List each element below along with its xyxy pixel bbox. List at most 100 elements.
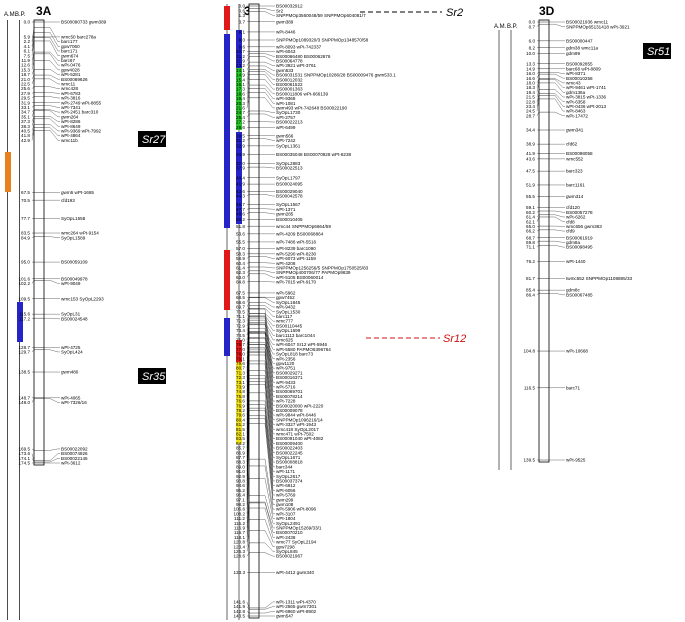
marker-position-3a: 115.6 (19, 312, 31, 317)
marker-position-3d: 6.0 (529, 38, 536, 43)
marker-connector-3b (259, 56, 275, 62)
marker-label-3b: gwm108 (276, 502, 294, 507)
marker-position-3d: 60.2 (526, 210, 535, 215)
marker-label-3b: wPt-5290 wPt-8230 (276, 251, 317, 256)
marker-connector-3a (44, 280, 60, 284)
marker-label-3d: wPt-8463 (566, 109, 586, 114)
position-connector-3d (536, 79, 540, 88)
marker-position-3b: 111.2 (234, 516, 245, 521)
marker-label-3a: wPt-8286 (61, 119, 81, 124)
marker-connector-3b (259, 84, 275, 94)
marker-label-3b: SNPPMOp1089320/3 SNPPMOp1348570/58 (276, 38, 369, 43)
chromosome-bar-3b (248, 3, 260, 619)
marker-connector-3b (259, 519, 275, 543)
marker-connector-3a (44, 69, 60, 75)
marker-connector-3b (259, 323, 275, 392)
marker-position-3b: 76.6 (236, 399, 245, 404)
position-connector-3b (246, 65, 250, 71)
marker-position-3a: 15.3 (21, 67, 30, 72)
marker-position-3a: 5.9 (24, 35, 31, 40)
position-connector-3d (536, 245, 540, 248)
position-connector-3a (31, 86, 35, 89)
marker-connector-3a (44, 96, 60, 99)
position-connector-3b (246, 530, 250, 547)
marker-label-3b: BS00012032 (276, 77, 303, 82)
position-connector-3a (31, 349, 35, 353)
gene-label-sr2: Sr2 (446, 7, 463, 19)
marker-connector-3b (259, 138, 275, 141)
marker-connector-3b (259, 458, 275, 510)
marker-label-3d: wPt-0436 wPt-2013 (566, 104, 607, 109)
marker-position-3b: 84.2 (236, 441, 245, 446)
position-connector-3a (31, 318, 35, 319)
marker-connector-3a (44, 51, 60, 61)
position-connector-3b (246, 305, 250, 312)
marker-label-3b: gwm493 wPt-742648 BS00022190 (276, 106, 347, 111)
marker-position-3a: 2.2 (24, 39, 31, 44)
marker-position-3d: 61.4 (526, 215, 535, 220)
marker-connector-3b (259, 354, 275, 435)
marker-connector-3b (259, 97, 275, 109)
marker-position-3b: 85.7 (236, 446, 245, 451)
marker-label-3a: wPt-6783 (61, 91, 81, 96)
marker-label-3b: barc1113 barc1044 (276, 333, 315, 338)
marker-position-3a: 174.5 (19, 461, 31, 466)
marker-position-3d: 86.4 (526, 292, 535, 297)
marker-position-3d: 81.7 (526, 276, 535, 281)
chromosome-3b-panel: 3B 0.0BS000329120.6Sr21.3SNPPMOp3560048/… (224, 4, 466, 620)
position-connector-3d (536, 210, 540, 213)
marker-position-3d: 16.0 (526, 71, 535, 76)
marker-label-3a: wmc264 wPt-9154 (61, 231, 99, 236)
marker-connector-3d (549, 73, 565, 79)
marker-connector-3a (44, 27, 60, 42)
marker-label-3b: SyOpL845 (276, 549, 298, 554)
position-connector-3a (31, 69, 35, 75)
marker-label-3d: BS00067485 (566, 292, 593, 297)
marker-position-3b: 9.6 (239, 44, 246, 49)
marker-connector-3b (259, 552, 275, 557)
marker-position-3b: 68.5 (236, 295, 245, 300)
marker-label-3a: gwm480 (61, 370, 79, 375)
position-connector-3a (31, 109, 35, 113)
marker-connector-3b (259, 507, 275, 538)
position-connector-3d (536, 89, 540, 98)
marker-label-3b: gpw1120 (276, 361, 295, 366)
marker-label-3b: BS00066480 BS00062676 (276, 54, 331, 59)
marker-connector-3b (259, 273, 275, 278)
marker-position-3b: 92.9 (236, 474, 245, 479)
marker-position-3b: 143.5 (234, 614, 246, 619)
marker-label-3a: wPt-9369 wPt-7992 (61, 129, 102, 134)
marker-position-3a: 18.7 (21, 72, 30, 77)
marker-connector-3d (549, 89, 565, 98)
marker-position-3b: 70.5 (236, 309, 245, 314)
marker-connector-3b (259, 319, 275, 388)
position-connector-3d (536, 112, 540, 116)
marker-connector-3a (44, 74, 60, 80)
marker-label-3b: wPt-6056 (276, 488, 296, 493)
am-segment-red-top-3b (224, 6, 230, 30)
marker-position-3b: 73.1 (236, 380, 245, 385)
marker-position-3a: 11.9 (21, 58, 30, 63)
marker-label-3b: BS00110445 (276, 323, 303, 328)
position-connector-3a (31, 40, 35, 56)
marker-position-3b: 141.6 (234, 600, 246, 605)
marker-position-3a: 29.5 (21, 96, 30, 101)
marker-position-3b: 55.5 (236, 240, 245, 245)
marker-label-3d: wPt-8371 (566, 71, 586, 76)
marker-label-3a: wPt-9049 (61, 281, 81, 286)
marker-label-3a: gpw4028 (61, 67, 80, 72)
position-connector-3b (246, 478, 250, 519)
marker-position-3a: 4.1 (24, 44, 31, 49)
marker-label-3b: wPt-1171 (276, 469, 296, 474)
marker-label-3d: barc1161 (566, 183, 585, 188)
marker-connector-3b (259, 351, 275, 425)
marker-label-3a: SyOpL1589 (61, 235, 86, 240)
marker-position-3b: 63.0 (236, 275, 245, 280)
marker-connector-3b (259, 611, 275, 614)
marker-label-3d: BS00061919 (566, 235, 593, 240)
position-connector-3b (246, 281, 250, 283)
marker-label-3a: wPt-8649 (61, 124, 81, 129)
marker-label-3b: SyOpL2491 (276, 521, 301, 526)
position-connector-3a (31, 92, 35, 94)
position-connector-3a (31, 398, 35, 403)
